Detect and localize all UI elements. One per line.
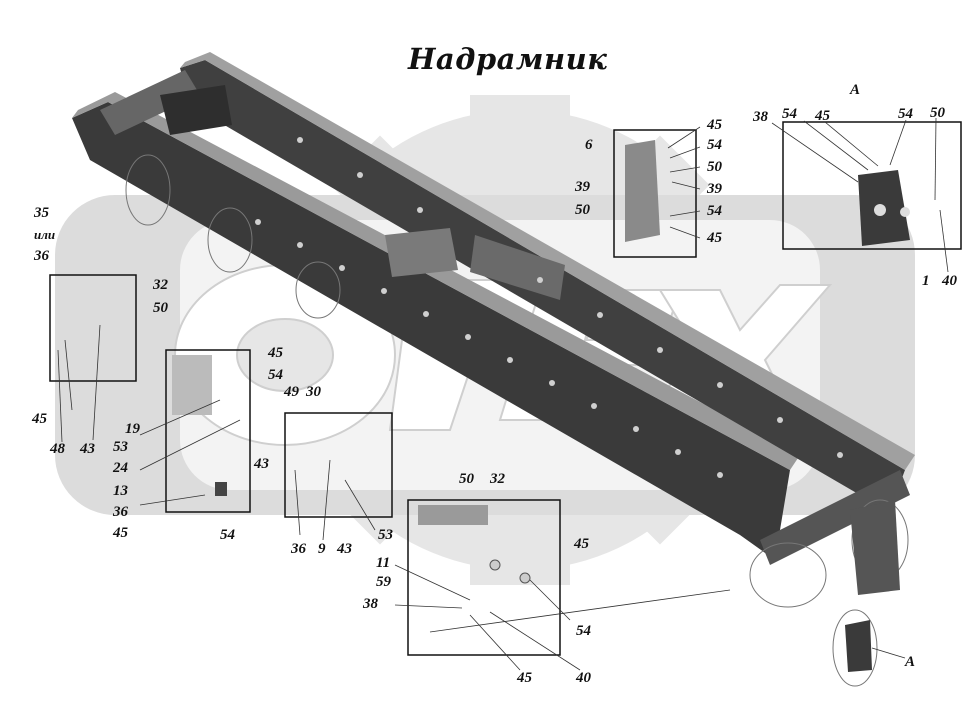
detail-box-mid-left <box>165 349 251 513</box>
callout-label: 50 <box>707 159 722 175</box>
callout-label: 50 <box>459 471 474 487</box>
rail-holes <box>255 137 843 478</box>
callout-label: 40 <box>942 273 957 289</box>
diagram-title: Надрамник <box>408 42 608 76</box>
callout-label: 45 <box>574 536 589 552</box>
callout-label: 53 <box>113 439 128 455</box>
callout-label: 48 <box>50 441 65 457</box>
callout-label: 45 <box>113 525 128 541</box>
callout-label: 40 <box>576 670 591 686</box>
detail-box-left <box>49 274 137 382</box>
callout-label: 43 <box>80 441 95 457</box>
callout-label: 32 <box>490 471 505 487</box>
callout-label: 50 <box>575 202 590 218</box>
mid-plate <box>385 228 458 277</box>
callout-label: 45 <box>517 670 532 686</box>
callout-label: 9 <box>318 541 326 557</box>
leader-lines <box>57 117 949 671</box>
callout-label: 43 <box>337 541 352 557</box>
callout-label: 43 <box>254 456 269 472</box>
callout-label: 54 <box>268 367 283 383</box>
callout-label: 19 <box>125 421 140 437</box>
callout-label: 50 <box>153 300 168 316</box>
detail-boxes <box>49 121 962 656</box>
front-bracket <box>160 85 232 135</box>
callout-label: 30 <box>306 384 321 400</box>
callout-label: 1 <box>922 273 930 289</box>
callout-label: 24 <box>113 460 128 476</box>
callout-label: 6 <box>585 137 593 153</box>
callout-label: 32 <box>153 277 168 293</box>
callout-label: 45 <box>268 345 283 361</box>
callout-label: 54 <box>898 106 913 122</box>
callout-label: 59 <box>376 574 391 590</box>
callout-label: 54 <box>707 137 722 153</box>
detail-box-mid <box>284 412 393 518</box>
callout-label: 45 <box>32 411 47 427</box>
detail-box-a <box>782 121 962 250</box>
front-crossmember <box>100 70 200 135</box>
right-rail-top <box>180 52 915 470</box>
callout-label: 54 <box>782 106 797 122</box>
callout-label: 50 <box>930 105 945 121</box>
callout-label: A <box>850 82 861 98</box>
callout-label: 13 <box>113 483 128 499</box>
detail-parts <box>172 140 910 672</box>
callout-label: 38 <box>753 109 768 125</box>
mid-plate-2 <box>470 235 565 300</box>
callout-label: 45 <box>815 108 830 124</box>
callout-label: 45 <box>707 230 722 246</box>
callout-label: 38 <box>363 596 378 612</box>
callout-label: 54 <box>707 203 722 219</box>
callout-label: 11 <box>376 555 391 571</box>
callout-label: 49 <box>284 384 299 400</box>
callout-label: 53 <box>378 527 393 543</box>
callout-label: 39 <box>707 181 722 197</box>
left-rail-top <box>72 92 800 470</box>
callout-label: 54 <box>576 623 591 639</box>
detail-box-top-center <box>613 129 697 258</box>
callout-label: 39 <box>575 179 590 195</box>
callout-label: 36 <box>291 541 306 557</box>
callout-label: 36 <box>113 504 128 520</box>
callout-label: A <box>905 654 916 670</box>
rear-crossmember <box>760 470 910 565</box>
callout-label: 36 <box>34 248 49 264</box>
callout-label: 45 <box>707 117 722 133</box>
callout-label: 54 <box>220 527 235 543</box>
callout-label: 35 <box>34 205 49 221</box>
detail-box-bottom <box>407 499 561 656</box>
callout-label: или <box>34 227 56 242</box>
left-rail <box>72 102 790 560</box>
